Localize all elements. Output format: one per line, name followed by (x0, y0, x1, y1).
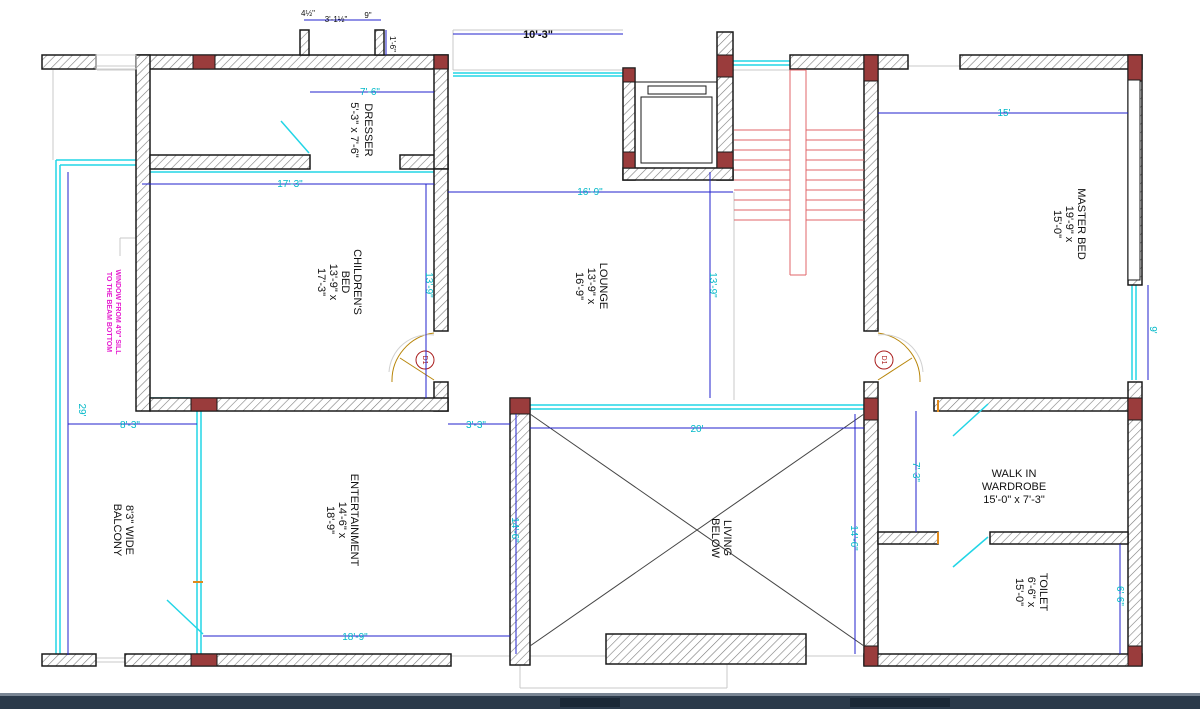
dim-toilet-height: 6'-6" (1114, 586, 1125, 606)
dimension-labels: 7'-6" 17'-3" 16'-9" 15' 13'-9" 13'-9" 9'… (76, 9, 1158, 643)
dim-top-main: 10'-3" (523, 29, 553, 41)
room-living-below: LIVING BELOW (709, 518, 733, 558)
room-height: 15'-0" (1013, 578, 1025, 606)
window-panes (95, 54, 1141, 281)
dim-top-c: 9" (364, 11, 371, 20)
lift-shaft (634, 81, 718, 169)
taskbar-item[interactable] (850, 698, 950, 707)
dim-master-width: 15' (997, 108, 1010, 119)
living-below-void (529, 413, 865, 647)
room-master-bed: MASTER BED 19'-9" x 15'-0" (1051, 188, 1087, 260)
room-name-2: WARDROBE (982, 481, 1046, 493)
room-width: 13'-9" x (585, 268, 597, 305)
dim-top-a: 4½" (301, 9, 315, 18)
taskbar-item[interactable] (560, 698, 620, 707)
room-width: 6'-6" x (1025, 577, 1037, 608)
room-childrens-bed: CHILDREN'S BED 13'-9" x 17'-3" (315, 249, 363, 315)
room-toilet: TOILET 6'-6" x 15'-0" (1013, 573, 1049, 612)
dim-balcony-height: 29' (76, 403, 87, 416)
dim-entertainment-height: 14'-6" (509, 517, 520, 543)
room-name-2: BED (339, 271, 351, 294)
dim-children-width: 17'-3" (277, 179, 303, 190)
windows (55, 60, 1137, 655)
dim-top-d: 1'-6" (388, 36, 397, 52)
room-walk-in-wardrobe: WALK IN WARDROBE 15'-0" x 7'-3" (982, 468, 1046, 506)
dim-master-height: 9' (1147, 326, 1158, 334)
dim-passage: 3'-3" (466, 420, 486, 431)
room-height: 16'-9" (573, 272, 585, 300)
room-name: 8'3" WIDE (123, 505, 135, 555)
room-width: 13'-9" x (327, 264, 339, 301)
window-note: WINDOW FROM 4'0" SILL TO THE BEAM BOTTOM (105, 269, 121, 355)
room-name: DRESSER (362, 103, 374, 156)
room-name: ENTERTAINMENT (348, 474, 360, 567)
door-tag-label: D1 (421, 356, 428, 365)
dimension-lines (67, 19, 1149, 655)
room-width: 19'-9" x (1063, 206, 1075, 243)
room-name-2: BELOW (709, 518, 721, 558)
dim-living-width: 20' (690, 424, 703, 435)
room-size: 15'-0" x 7'-3" (983, 494, 1045, 506)
note-line-2: TO THE BEAM BOTTOM (105, 272, 112, 352)
dim-top-b: 3'-1½" (325, 15, 348, 24)
room-width: 14'-6" x (336, 502, 348, 539)
room-name: LIVING (721, 520, 733, 556)
door-tag-2: D1 (874, 350, 894, 370)
dim-balcony-width: 8'-3" (120, 420, 140, 431)
door-tag-label: D1 (880, 356, 887, 365)
leader-arrows (166, 120, 989, 635)
doors (193, 332, 939, 583)
dim-lounge-width: 16'-9" (577, 187, 603, 198)
taskbar (0, 693, 1200, 709)
room-balcony: 8'3" WIDE BALCONY (111, 504, 135, 557)
note-line-1: WINDOW FROM 4'0" SILL (114, 269, 121, 355)
room-lounge: LOUNGE 13'-9" x 16'-9" (573, 263, 609, 309)
walls (41, 29, 1143, 667)
room-name: MASTER BED (1075, 188, 1087, 260)
columns (190, 54, 1143, 667)
construction-lines (52, 29, 1130, 689)
dim-wardrobe-height: 7'-3" (910, 462, 921, 482)
door-tag-1: D1 (415, 350, 435, 370)
room-entertainment: ENTERTAINMENT 14'-6" x 18'-9" (324, 474, 360, 567)
room-name: WALK IN (992, 468, 1037, 480)
room-size: 5'-3" x 7'-6" (348, 102, 360, 158)
room-name: TOILET (1037, 573, 1049, 612)
dim-dresser-width: 7'-6" (360, 87, 380, 98)
dim-lounge-height: 13'-9" (707, 272, 718, 298)
dim-entertainment-width: 18'-9" (342, 632, 368, 643)
staircase (734, 69, 864, 276)
room-dresser: DRESSER 5'-3" x 7'-6" (348, 102, 374, 158)
room-name-2: BALCONY (111, 504, 123, 557)
room-name: LOUNGE (597, 263, 609, 309)
dim-children-height: 13'-9" (423, 272, 434, 298)
room-height: 18'-9" (324, 506, 336, 534)
room-height: 15'-0" (1051, 210, 1063, 238)
room-height: 17'-3" (315, 268, 327, 296)
room-name: CHILDREN'S (351, 249, 363, 315)
dim-living-height: 14'-6" (848, 525, 859, 551)
